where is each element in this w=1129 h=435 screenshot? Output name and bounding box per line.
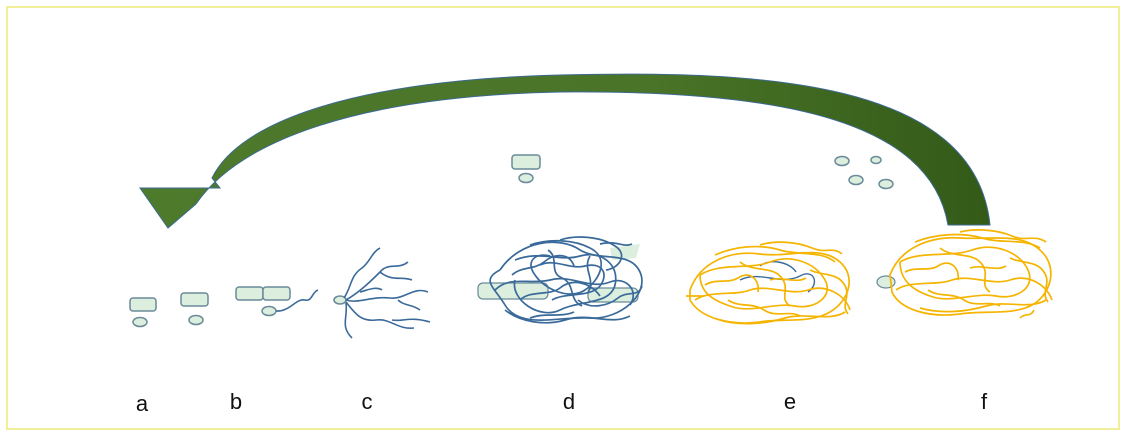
stage-a-monomer <box>129 297 157 328</box>
curved-cycle-arrow-icon <box>139 73 991 229</box>
stage-labels: a b c d e f <box>136 389 988 416</box>
free-monomer-d <box>511 154 541 184</box>
stage-label-a: a <box>136 391 149 416</box>
stage-label-d: d <box>563 389 575 414</box>
stage-b-oligomers <box>180 286 319 326</box>
released-particles-f <box>834 155 894 190</box>
stage-e-aggregate <box>686 241 851 325</box>
stage-label-c: c <box>362 389 373 414</box>
stage-c-chains <box>333 247 431 339</box>
stage-label-e: e <box>784 389 796 414</box>
stage-f-aggregate <box>876 229 1053 319</box>
stage-d-aggregate <box>477 236 643 324</box>
stage-label-b: b <box>230 389 242 414</box>
stage-label-f: f <box>981 389 988 414</box>
